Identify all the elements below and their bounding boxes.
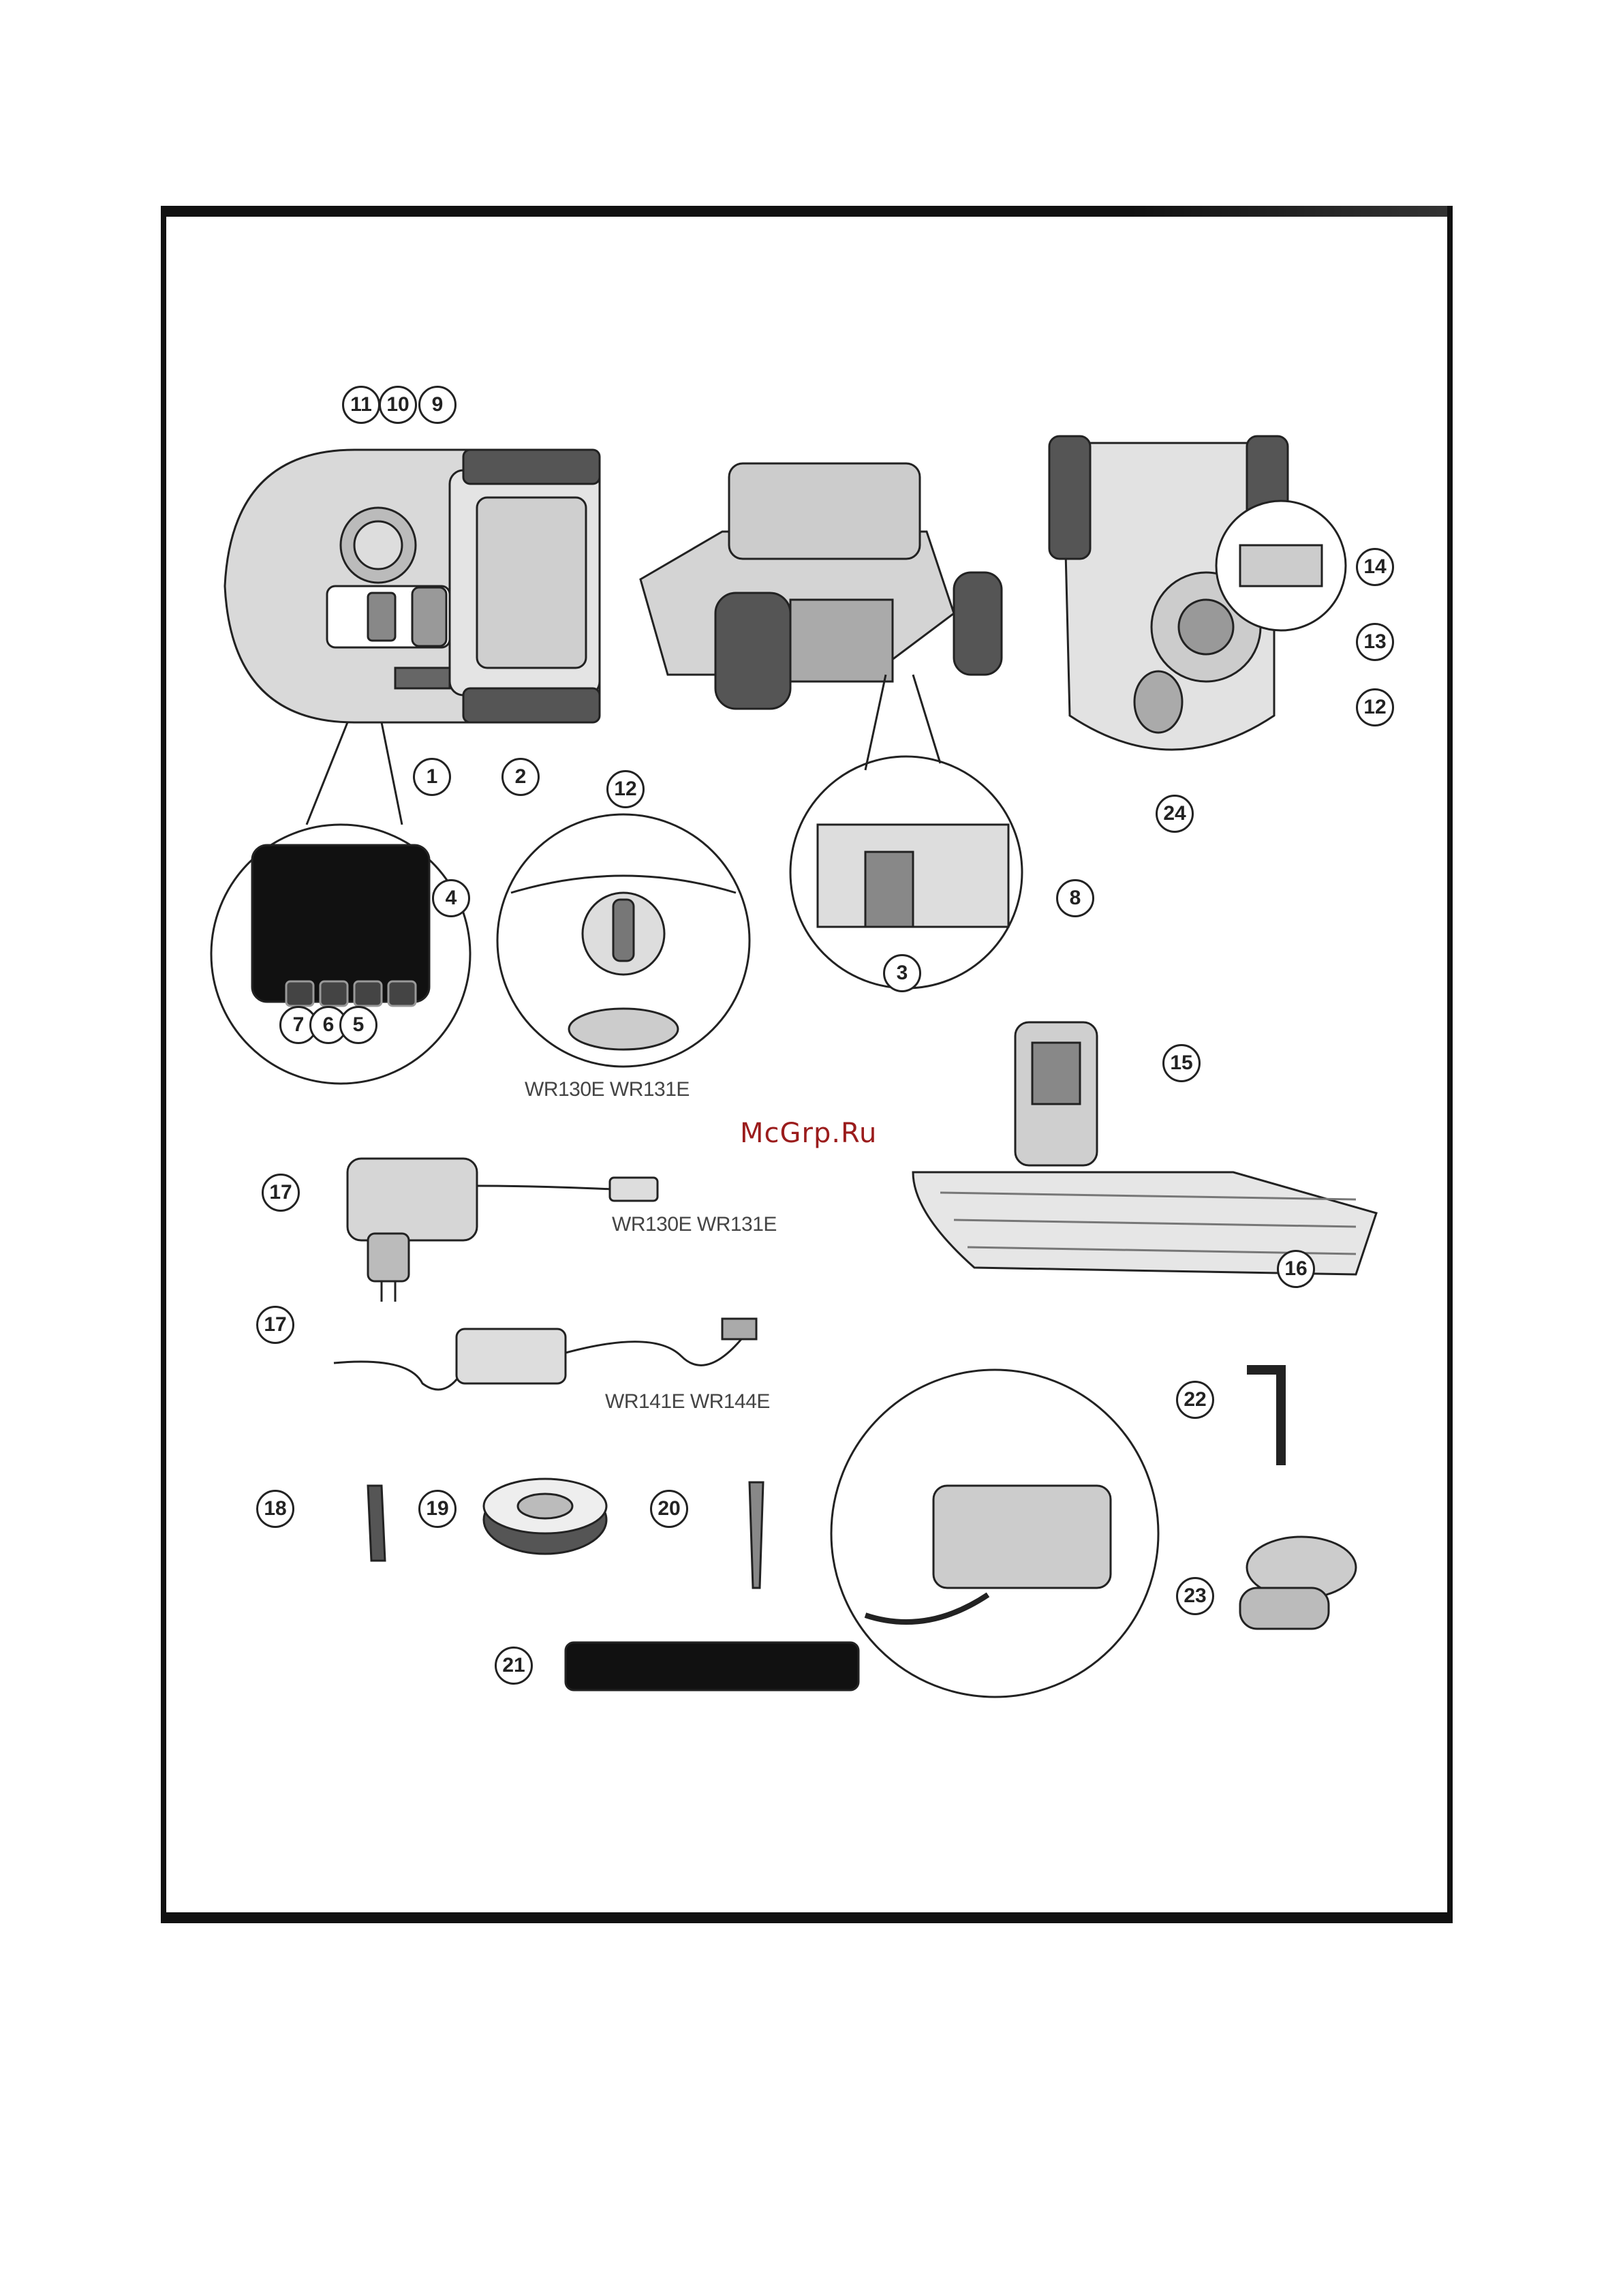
- model-label-inline: WR141E WR144E: [605, 1390, 770, 1413]
- callout-1: 1: [413, 758, 451, 796]
- callout-3: 3: [883, 954, 921, 992]
- charging-contact-magnifier: [790, 675, 1022, 988]
- callout-12-knob: 12: [606, 770, 645, 808]
- height-knob-magnifier: [497, 814, 749, 1067]
- callout-20: 20: [650, 1490, 688, 1528]
- mower-open-lid-illustration: [640, 463, 1002, 709]
- callout-4: 4: [432, 879, 470, 917]
- lid-removal-magnifier: [831, 1370, 1158, 1697]
- callout-24: 24: [1156, 795, 1194, 833]
- callout-15: 15: [1162, 1044, 1201, 1082]
- callout-2: 2: [501, 758, 540, 796]
- watermark-text: McGrp.Ru: [740, 1118, 877, 1149]
- callout-11: 11: [342, 386, 380, 424]
- screw-illustration: [749, 1482, 763, 1588]
- wire-connector-illustration: [1240, 1537, 1356, 1629]
- callout-9: 9: [418, 386, 457, 424]
- callout-13: 13: [1356, 623, 1394, 661]
- callout-23: 23: [1176, 1577, 1214, 1615]
- wire-spool-illustration: [484, 1479, 606, 1554]
- mower-top-view-illustration: [225, 450, 600, 722]
- callout-18: 18: [256, 1490, 294, 1528]
- callout-8: 8: [1056, 879, 1094, 917]
- power-adapter-illustration: [347, 1159, 658, 1302]
- callout-14: 14: [1356, 548, 1394, 586]
- callout-12-bottom: 12: [1356, 688, 1394, 726]
- hex-key-illustration: [1247, 1370, 1281, 1465]
- model-label-knob: WR130E WR131E: [525, 1078, 690, 1101]
- mower-bottom-view-illustration: [1049, 436, 1346, 750]
- ruler-illustration: [566, 1642, 859, 1690]
- callout-19: 19: [418, 1490, 457, 1528]
- callout-21: 21: [495, 1647, 533, 1685]
- callout-10: 10: [379, 386, 417, 424]
- callout-5: 5: [339, 1006, 377, 1044]
- peg-illustration: [368, 1486, 385, 1561]
- callout-17-inline: 17: [256, 1306, 294, 1344]
- callout-17-adapter: 17: [262, 1174, 300, 1212]
- power-supply-inline-illustration: [334, 1319, 756, 1390]
- charging-station-illustration: [913, 1022, 1376, 1274]
- callout-22: 22: [1176, 1381, 1214, 1419]
- model-label-adapter: WR130E WR131E: [612, 1213, 777, 1236]
- callout-16: 16: [1277, 1250, 1315, 1288]
